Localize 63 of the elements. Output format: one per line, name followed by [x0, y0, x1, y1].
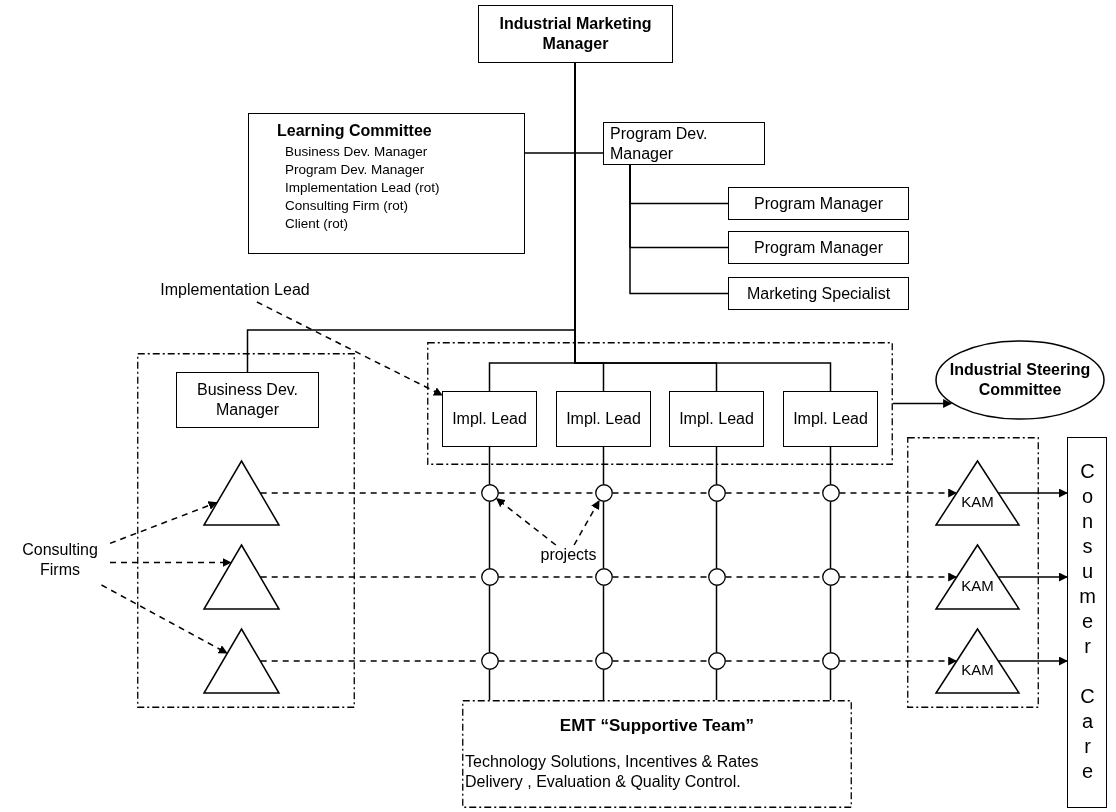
role-box: Marketing Specialist: [728, 277, 909, 310]
connector-line: [488, 501, 491, 569]
annotation-text: projects: [540, 545, 597, 565]
connector-line: [829, 446, 832, 485]
dashed-connector-line: [724, 660, 823, 662]
dashed-connector-line: [497, 576, 596, 578]
dashed-connector-line: [724, 492, 823, 494]
connector-line: [488, 446, 491, 485]
connector-line: [488, 585, 491, 653]
role-box: Business Dev. Manager: [176, 372, 319, 428]
role-box: Industrial Marketing Manager: [478, 5, 673, 63]
connector-line: [829, 501, 832, 569]
committee-label: Industrial Steering Committee: [948, 360, 1092, 400]
connector-line: [602, 446, 605, 485]
connector-line: [715, 501, 718, 569]
team-description: Technology Solutions, Incentives & Rates Delivery , Evaluation & Quality Control.: [465, 752, 760, 792]
role-label: KAM: [960, 661, 995, 678]
member-text: Implementation Lead (rot): [285, 179, 441, 197]
dashed-connector-line: [497, 660, 596, 662]
role-box: Impl. Lead: [442, 391, 537, 447]
arrow: [892, 399, 953, 408]
role-box: Impl. Lead: [556, 391, 651, 447]
connector-line: [488, 669, 491, 701]
role-box: Program Manager: [728, 187, 909, 220]
role-box: Impl. Lead: [783, 391, 878, 447]
role-box: Program Manager: [728, 231, 909, 264]
dashed-arrow: [573, 500, 600, 546]
dashed-arrow: [256, 301, 443, 396]
connector-line: [629, 164, 729, 295]
connector-line: [829, 669, 832, 701]
dashed-connector-line: [611, 660, 709, 662]
box-heading: Learning Committee: [277, 122, 433, 140]
role-box: Program Dev. Manager: [603, 122, 765, 165]
dashed-arrow: [838, 572, 958, 582]
dashed-connector-line: [497, 492, 596, 494]
dashed-arrow: [838, 656, 958, 666]
connector-line: [715, 669, 718, 701]
group-heading: EMT “Supportive Team”: [558, 716, 756, 736]
role-box: Impl. Lead: [669, 391, 764, 447]
dashed-connector-line: [611, 576, 709, 578]
member-text: Client (rot): [285, 215, 349, 233]
dashed-arrow: [109, 501, 218, 545]
dashed-arrow: [109, 558, 232, 567]
connector-line: [602, 501, 605, 569]
connector-line: [602, 585, 605, 653]
dashed-arrow: [495, 497, 557, 546]
dashed-arrow: [100, 584, 228, 654]
member-text: Program Dev. Manager: [285, 161, 426, 179]
vertical-label-box: Consumer Care: [1067, 437, 1107, 808]
connector-line: [602, 669, 605, 701]
member-text: Business Dev. Manager: [285, 143, 429, 161]
connector-line: [715, 585, 718, 653]
member-text: Consulting Firm (rot): [285, 197, 410, 215]
dashed-connector-line: [724, 576, 823, 578]
dashed-connector-line: [611, 492, 709, 494]
annotation-text: Implementation Lead: [145, 280, 325, 302]
dashed-arrow: [838, 488, 958, 498]
annotation-text: Consulting Firms: [10, 540, 110, 585]
committee-box: [248, 113, 525, 254]
connector-line: [715, 446, 718, 485]
role-label: KAM: [960, 577, 995, 594]
role-label: KAM: [960, 493, 995, 510]
connector-line: [829, 585, 832, 653]
